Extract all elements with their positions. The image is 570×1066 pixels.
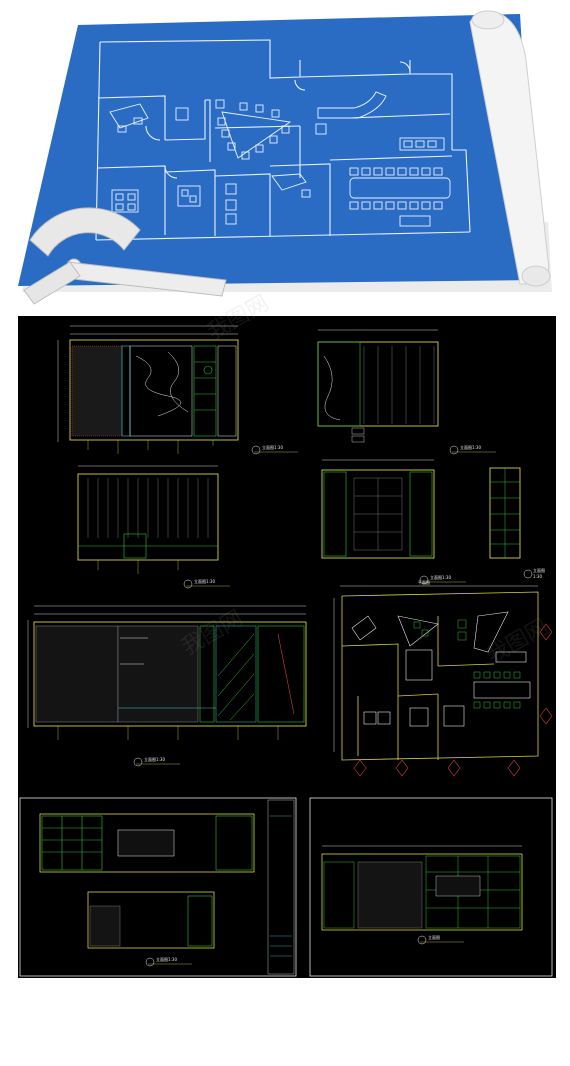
elevation-b-scale: 1:30 <box>472 445 481 450</box>
blueprint-sheet <box>18 14 536 286</box>
elevation-d-label: 立面图 <box>430 574 442 580</box>
elevation-a: 立面图 1:30 <box>57 325 298 455</box>
elevation-g-scale: 1:30 <box>168 957 177 962</box>
elevation-a-scale: 1:30 <box>274 445 283 450</box>
ruler-icon <box>23 261 227 305</box>
cad-floor-plan: 平面图 <box>333 579 553 777</box>
plan-label: 平面图 <box>418 579 430 585</box>
elevation-f-label: 立面图 <box>144 756 156 762</box>
elevation-c: 立面图 1:30 <box>77 465 230 589</box>
elevation-d: 立面图 1:30 <box>321 459 466 585</box>
blueprint-floorplan <box>95 39 471 241</box>
blueprint-furniture <box>109 91 451 227</box>
elevation-e-scale: 1:30 <box>533 574 542 579</box>
cad-drawing-sheet: 立面图 1:30 立面图 1:30 <box>18 316 556 978</box>
elevation-g: 立面图 1:30 <box>19 797 297 977</box>
blueprint-scene <box>18 10 552 305</box>
elevation-g-label: 立面图 <box>156 956 168 962</box>
elevation-c-scale: 1:30 <box>206 579 215 584</box>
elevation-c-label: 立面图 <box>194 578 206 584</box>
elevation-h-label: 立面图 <box>428 934 440 940</box>
elevation-b-label: 立面图 <box>460 444 472 450</box>
elevation-d-scale: 1:30 <box>442 575 451 580</box>
elevation-b: 立面图 1:30 <box>317 329 496 455</box>
elevation-h: 立面图 <box>309 797 553 977</box>
elevation-e: 立面图 1:30 <box>489 467 545 579</box>
paper-roll-icon <box>469 10 551 287</box>
elevation-a-label: 立面图 <box>262 444 274 450</box>
elevation-f-scale: 1:30 <box>156 757 165 762</box>
elevation-f: 立面图 1:30 <box>27 605 307 767</box>
elevation-e-label: 立面图 <box>533 567 545 573</box>
